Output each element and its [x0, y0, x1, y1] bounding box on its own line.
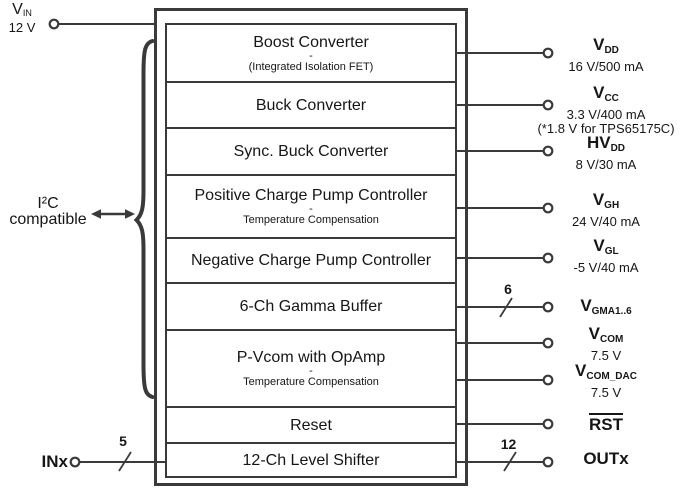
vgma-symbol: VGMA1..6	[580, 296, 632, 318]
vgl-rating: -5 V/40 mA	[573, 260, 639, 275]
output-label-vcc: VCC 3.3 V/400 mA (*1.8 V for TPS65175C)	[537, 83, 674, 136]
block-boost-converter: Boost Converter - (Integrated Isolation …	[165, 23, 457, 83]
vdd-rating: 16 V/500 mA	[568, 59, 644, 74]
block-reset: Reset	[165, 406, 457, 444]
block-title: Positive Charge Pump Controller	[194, 187, 428, 204]
chip-outline	[154, 8, 468, 486]
block-buck-converter: Buck Converter	[165, 81, 457, 129]
block-title: Buck Converter	[255, 96, 367, 114]
i2c-arrow	[91, 209, 135, 219]
vgh-terminal	[542, 202, 554, 214]
bus-slashes	[118, 297, 517, 472]
rst-terminal	[542, 418, 554, 430]
vgma-bus-width: 6	[504, 281, 512, 297]
inx-bus-width: 5	[119, 433, 127, 449]
outx-bus-width: 12	[500, 436, 517, 452]
wires	[58, 23, 544, 463]
vcc-note: (*1.8 V for TPS65175C)	[537, 121, 675, 136]
vcomdac-symbol: VCOM_DAC	[575, 361, 637, 383]
vgma-bus-slash	[499, 297, 513, 318]
vin-terminal	[48, 18, 60, 30]
vdd-terminal	[542, 47, 554, 59]
output-label-vgh: VGH 24 V/40 mA	[546, 191, 666, 229]
vin-value: 12 V	[8, 20, 36, 35]
block-subtitle: (Integrated Isolation FET)	[248, 60, 374, 73]
block-title: 12-Ch Level Shifter	[242, 451, 380, 469]
block-dash: -	[309, 203, 313, 215]
outx-terminal	[542, 456, 554, 468]
i2c-label: I²C compatible	[0, 196, 96, 228]
i2c-line2: compatible	[9, 211, 87, 228]
block-dash: -	[309, 365, 313, 377]
block-level-shifter: 12-Ch Level Shifter	[165, 442, 457, 478]
block-title: 6-Ch Gamma Buffer	[239, 298, 383, 315]
vcomdac-rating: 7.5 V	[590, 385, 622, 400]
vcom-terminal	[542, 337, 554, 349]
block-title: Boost Converter	[253, 33, 369, 51]
block-title: Sync. Buck Converter	[233, 143, 389, 160]
inx-terminal	[69, 456, 81, 468]
hvdd-rating: 8 V/30 mA	[575, 157, 637, 172]
vcc-rating: 3.3 V/400 mA	[566, 107, 646, 122]
vin-label: VIN 12 V	[0, 2, 44, 35]
vin-symbol: VIN	[12, 1, 32, 19]
vgl-symbol: VGL	[593, 236, 619, 258]
vdd-symbol: VDD	[593, 35, 619, 57]
block-pvcom-opamp: P-Vcom with OpAmp - Temperature Compensa…	[165, 329, 457, 408]
block-sync-buck-converter: Sync. Buck Converter	[165, 127, 457, 176]
inx-bus-slash	[118, 451, 132, 472]
output-label-vdd: VDD 16 V/500 mA	[546, 36, 666, 74]
block-title: Negative Charge Pump Controller	[190, 252, 432, 269]
terminals	[48, 18, 554, 468]
block-negative-charge-pump: Negative Charge Pump Controller	[165, 237, 457, 284]
output-label-vgma: VGMA1..6	[546, 297, 666, 321]
output-label-hvdd: HVDD 8 V/30 mA	[546, 134, 666, 172]
vcc-terminal	[542, 99, 554, 111]
block-positive-charge-pump: Positive Charge Pump Controller - Temper…	[165, 174, 457, 239]
block-subtitle: Temperature Compensation	[243, 376, 379, 388]
output-label-vgl: VGL -5 V/40 mA	[546, 237, 666, 275]
vgh-symbol: VGH	[592, 190, 620, 212]
rst-symbol: RST	[589, 413, 623, 434]
outx-symbol: OUTx	[583, 449, 629, 468]
vcc-symbol: VCC	[593, 83, 619, 105]
vgma-terminal	[542, 301, 554, 313]
block-subtitle: Temperature Compensation	[243, 214, 379, 226]
vgh-rating: 24 V/40 mA	[572, 214, 640, 229]
hvdd-terminal	[542, 145, 554, 157]
vgl-terminal	[542, 252, 554, 264]
i2c-line1: I²C	[37, 195, 59, 212]
hvdd-symbol: HVDD	[586, 133, 626, 155]
inx-label: INx	[41, 452, 68, 471]
vcomdac-terminal	[542, 374, 554, 386]
output-label-vcom: VCOM 7.5 V	[546, 325, 666, 363]
vcom-rating: 7.5 V	[590, 348, 622, 363]
i2c-brace	[133, 39, 155, 399]
output-label-outx: OUTx	[546, 450, 666, 468]
block-dash: -	[309, 49, 313, 62]
block-title: P-Vcom with OpAmp	[236, 349, 386, 366]
output-label-vcomdac: VCOM_DAC 7.5 V	[546, 362, 666, 400]
block-title: Reset	[290, 416, 332, 434]
outx-bus-slash	[503, 451, 517, 472]
output-label-rst: RST	[546, 413, 666, 434]
vcom-symbol: VCOM	[588, 324, 624, 346]
block-gamma-buffer: 6-Ch Gamma Buffer	[165, 282, 457, 331]
